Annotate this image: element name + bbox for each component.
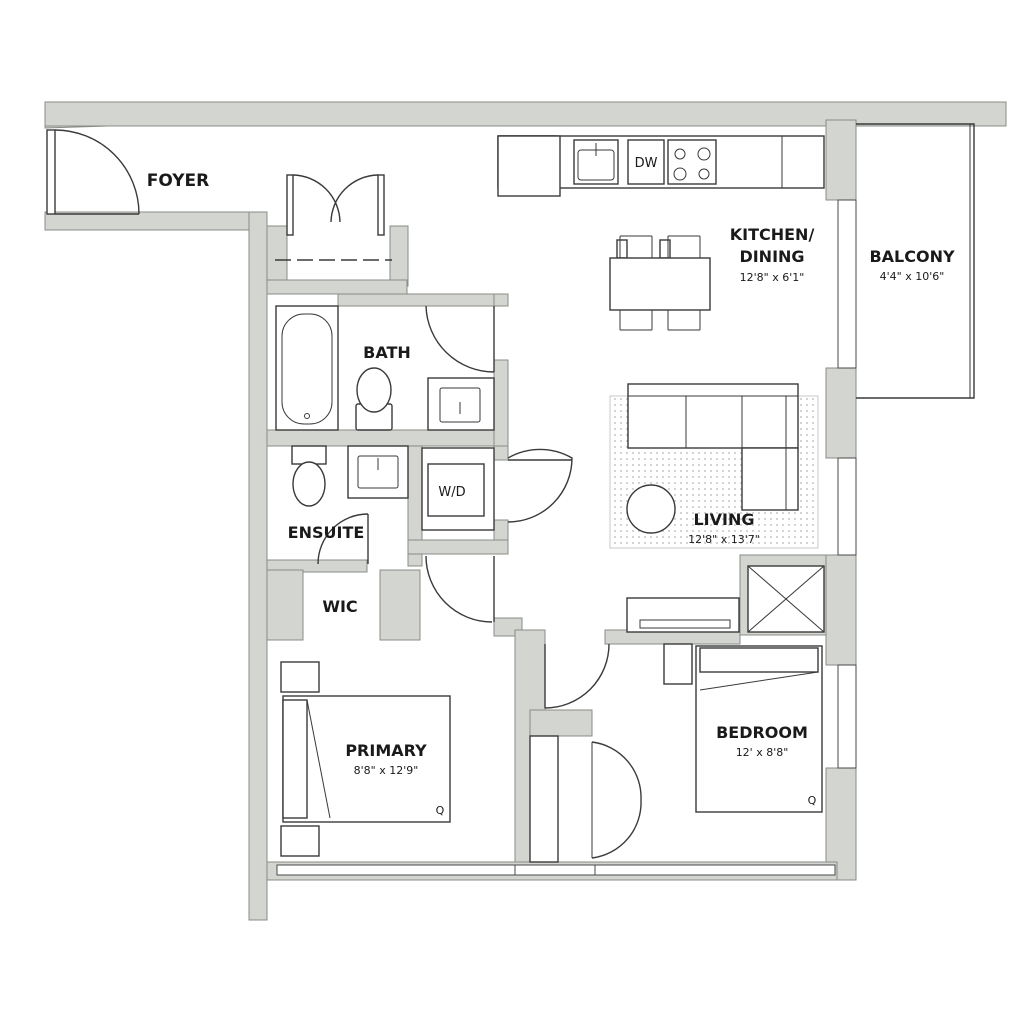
dining-table (609, 235, 711, 331)
primary-nightstand-bottom (280, 825, 320, 857)
bedroom-bed: Q (695, 645, 823, 813)
living-dims: 12'8" x 13'7" (688, 533, 760, 546)
hall-door[interactable] (425, 555, 495, 623)
balcony-label: BALCONY (869, 247, 955, 266)
bath-vanity (427, 377, 495, 431)
kitchen-label-line2: DINING (739, 247, 804, 266)
balcony-dims: 4'4" x 10'6" (880, 270, 945, 283)
tv-console (626, 597, 740, 633)
coffee-table (626, 484, 676, 534)
bedroom-nightstand (663, 643, 693, 685)
bedroom-dims: 12' x 8'8" (736, 746, 789, 759)
walls (44, 101, 1007, 921)
mechanical-shaft (747, 565, 825, 633)
primary-bed: Q (282, 695, 451, 823)
toilet (355, 367, 393, 431)
dishwasher: DW (627, 139, 665, 185)
bathtub (275, 305, 339, 431)
sectional-sofa (627, 383, 799, 511)
primary-dims: 8'8" x 12'9" (354, 764, 419, 777)
balcony-railing (856, 123, 975, 399)
ensuite-door[interactable] (317, 513, 369, 565)
foyer-label: FOYER (147, 171, 209, 191)
ensuite-toilet (291, 445, 327, 507)
cooktop (667, 139, 717, 185)
kitchen-label-line1: KITCHEN/ (730, 225, 815, 244)
washer-dryer-label: W/D (438, 485, 465, 500)
dishwasher-label: DW (635, 156, 658, 171)
ensuite-vanity (347, 445, 409, 499)
bedroom-bed-mark: Q (808, 794, 817, 807)
washer-dryer: W/D (421, 447, 495, 531)
wic-label: WIC (322, 597, 357, 616)
entry-door[interactable] (46, 129, 140, 215)
living-label: LIVING (693, 510, 754, 529)
kitchen-dims: 12'8" x 6'1" (740, 271, 805, 284)
bath-door[interactable] (425, 305, 495, 373)
primary-label: PRIMARY (345, 741, 427, 760)
windows (276, 199, 857, 876)
bath-label: BATH (363, 343, 411, 362)
laundry-door[interactable] (507, 448, 573, 523)
room-labels: FOYER KITCHEN/ DINING 12'8" x 6'1" BALCO… (147, 171, 955, 777)
bedroom-label: BEDROOM (716, 723, 808, 742)
kitchen-counter: DW (497, 135, 825, 197)
kitchen-sink (573, 139, 619, 185)
foyer-closet[interactable] (275, 174, 392, 261)
primary-closet[interactable] (529, 735, 642, 863)
ensuite-label: ENSUITE (288, 523, 365, 542)
primary-nightstand-top (280, 661, 320, 693)
primary-door[interactable] (544, 643, 610, 709)
primary-bed-mark: Q (436, 804, 445, 817)
